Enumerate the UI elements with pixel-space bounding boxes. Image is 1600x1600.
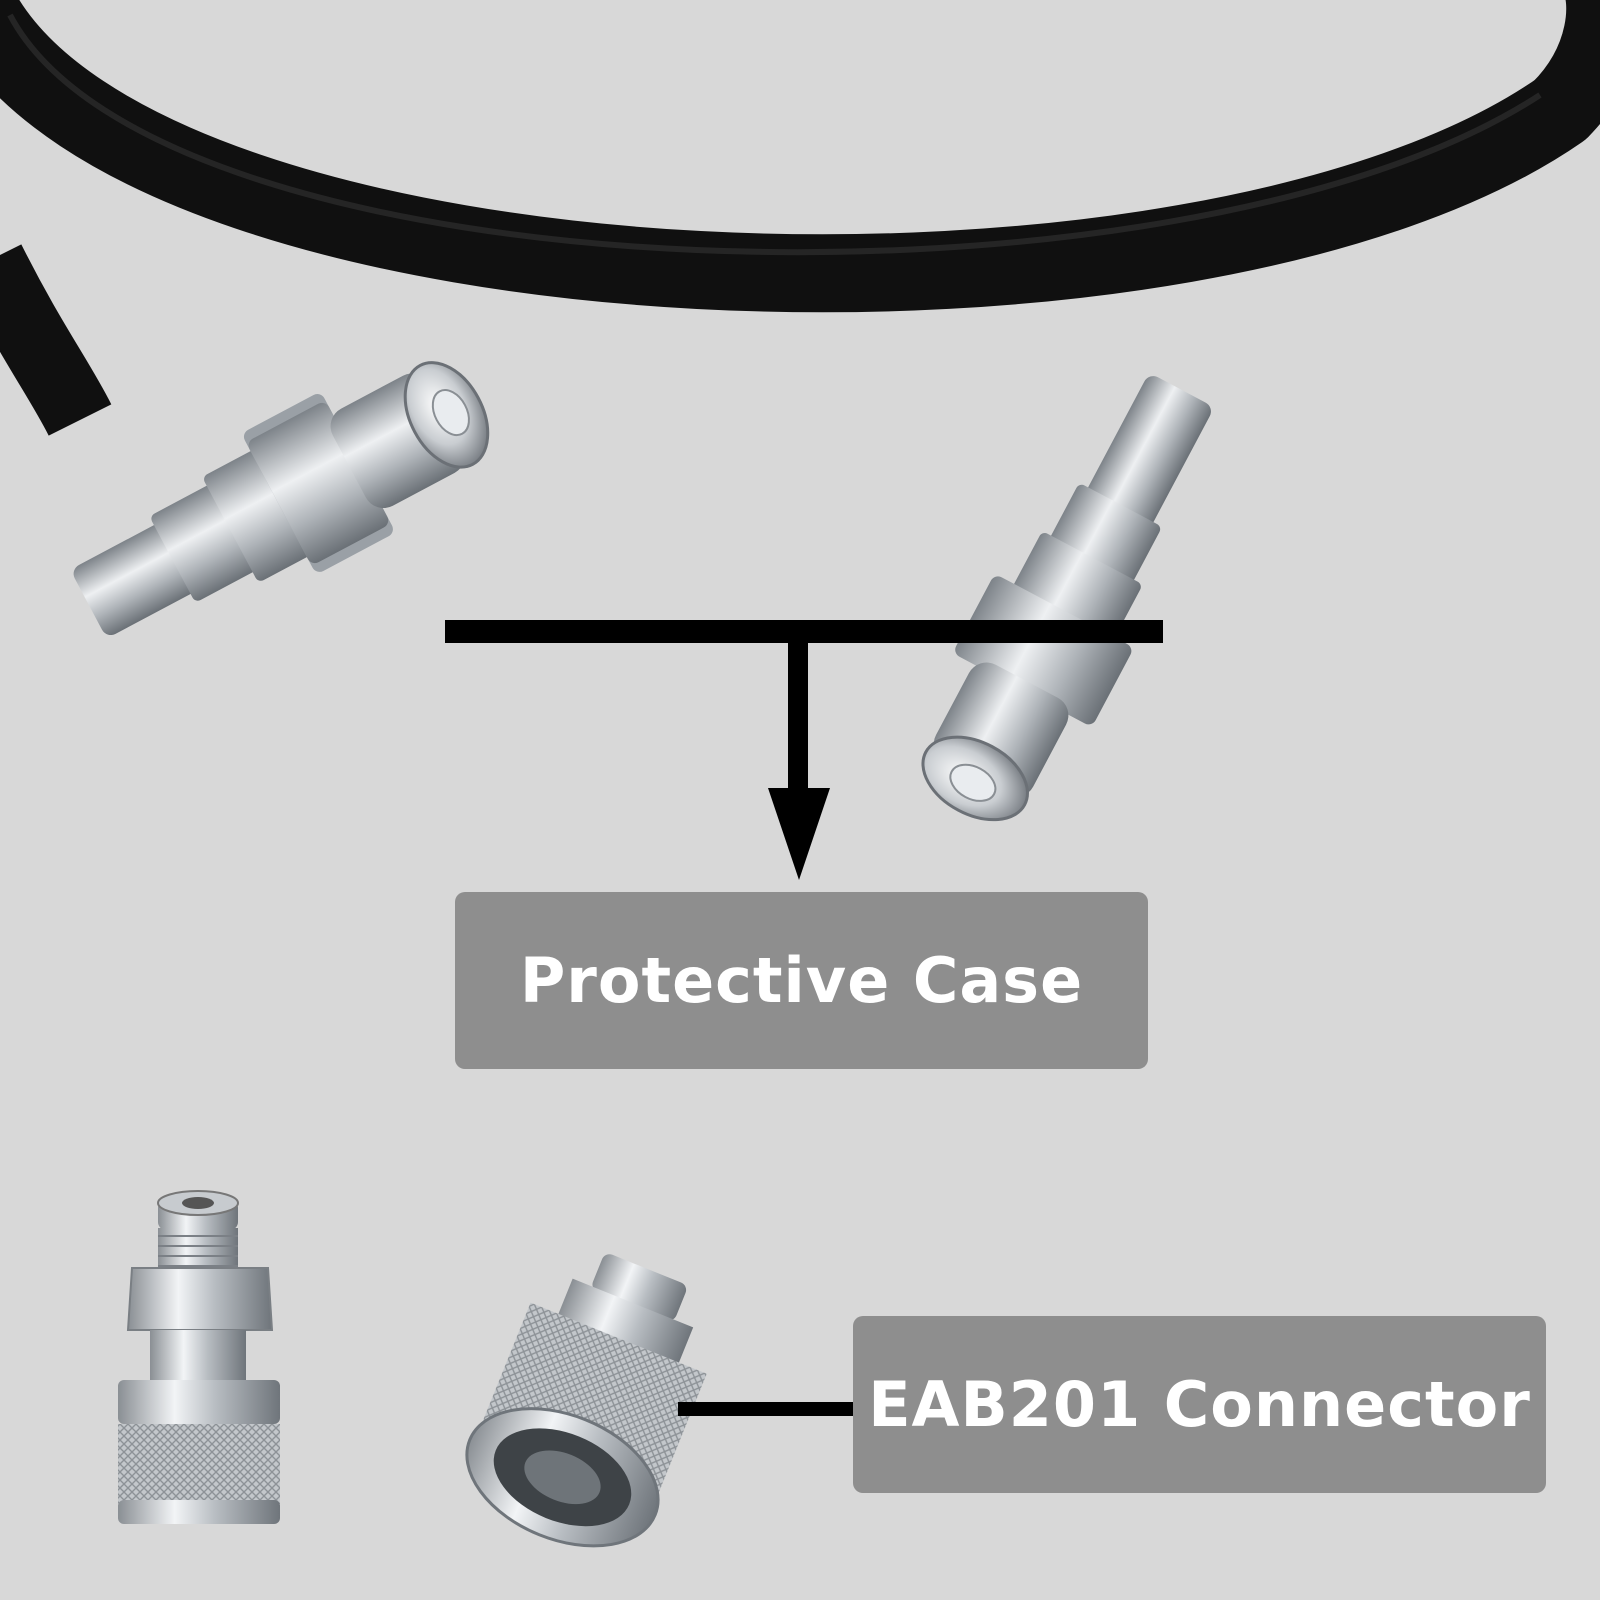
down-arrow-icon xyxy=(445,620,1163,880)
eab201-connector-label: EAB201 Connector xyxy=(853,1316,1546,1493)
quick-coupler-left-icon xyxy=(73,361,490,636)
eab201-connector-side-icon xyxy=(118,1190,280,1524)
protective-case-label: Protective Case xyxy=(455,892,1148,1069)
connector-leader-line xyxy=(678,1402,856,1416)
quick-coupler-right-icon xyxy=(921,376,1211,822)
eab201-connector-text: EAB201 Connector xyxy=(868,1368,1531,1441)
protective-case-text: Protective Case xyxy=(519,944,1084,1017)
eab201-connector-front-icon xyxy=(465,1254,707,1548)
hydraulic-hose-icon xyxy=(0,0,1600,436)
